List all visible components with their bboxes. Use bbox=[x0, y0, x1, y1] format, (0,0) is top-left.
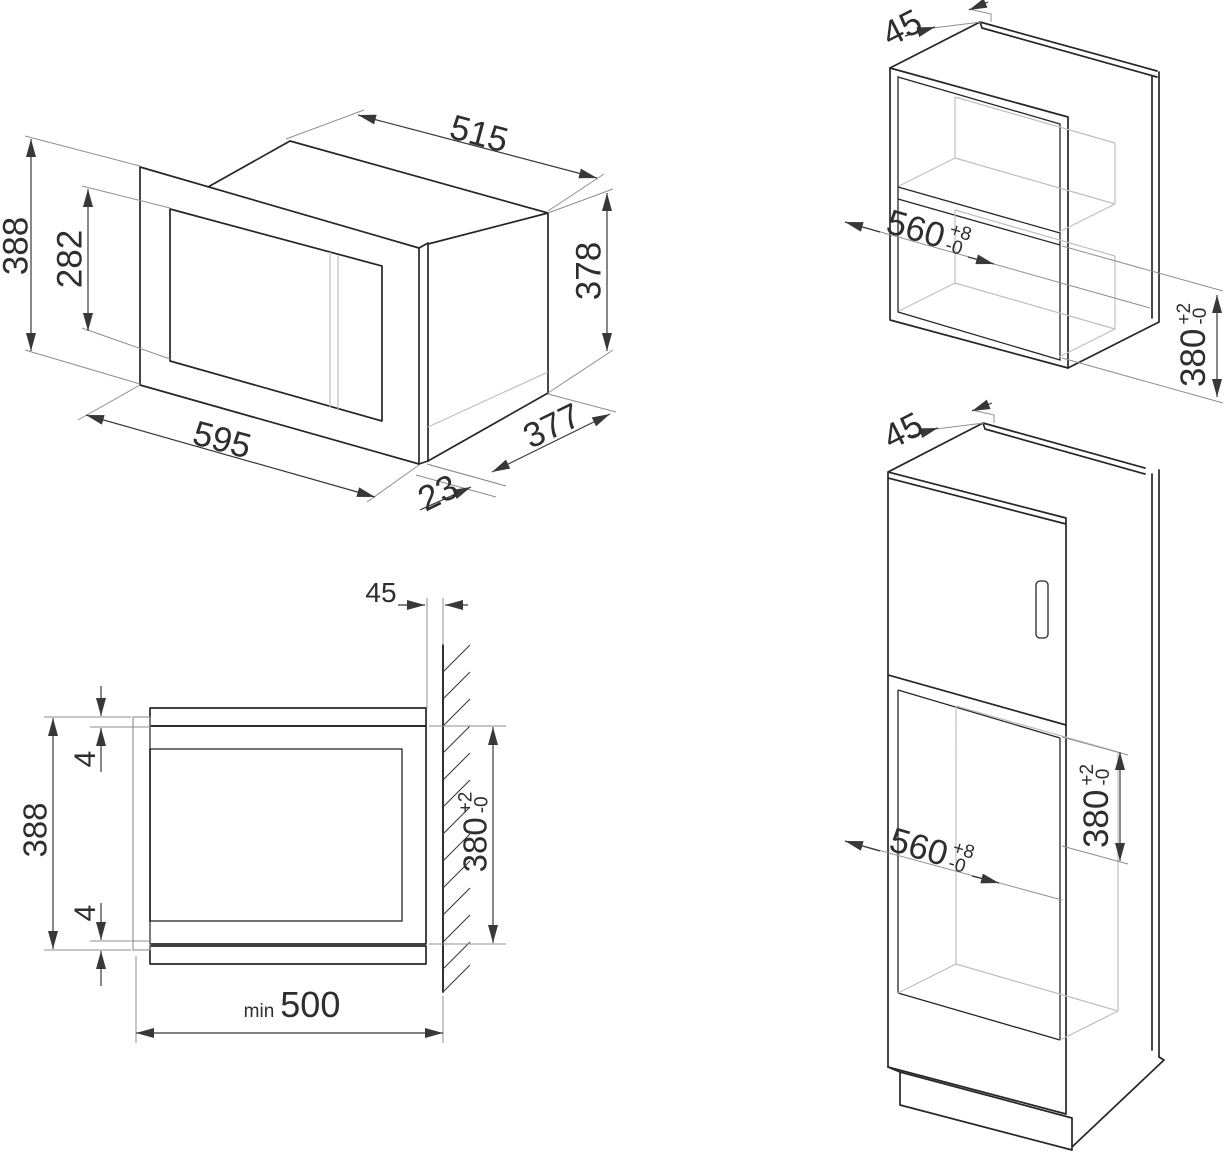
dimension-arrow-560-b bbox=[967, 254, 995, 265]
extension-lines-388 bbox=[24, 135, 141, 385]
dimension-line-560 bbox=[844, 840, 1063, 901]
dimension-arrow-45-b bbox=[968, 0, 989, 11]
min-prefix: min bbox=[243, 1001, 275, 1022]
tolerance: +2-0 bbox=[1174, 303, 1211, 325]
extension-lines-45-top bbox=[935, 409, 995, 430]
dimension-line-377 bbox=[491, 413, 611, 473]
dim-value: 4 bbox=[69, 904, 102, 922]
dim-value: 388 bbox=[16, 802, 54, 858]
wall-hatching bbox=[442, 644, 471, 993]
dim-value: 380 bbox=[1077, 789, 1117, 849]
dim-label-bottom-gap: 4 bbox=[69, 904, 102, 922]
extension-lines-388 bbox=[44, 716, 131, 951]
extension-lines-515 bbox=[285, 109, 605, 212]
oven-body-section bbox=[149, 725, 427, 945]
door-glass-reflection bbox=[329, 252, 339, 409]
microwave-isometric-view bbox=[24, 109, 617, 511]
dim-label-window-height: 282 bbox=[50, 229, 90, 289]
dim-value: 380 bbox=[456, 817, 494, 873]
dimension-leader-23 bbox=[419, 486, 472, 511]
dim-label-overall-height: 388 bbox=[0, 216, 36, 276]
dim-label-front-height: 388 bbox=[16, 802, 54, 858]
dim-value: 500 bbox=[280, 984, 341, 1025]
upper-compartment-interior bbox=[898, 96, 1116, 233]
tall-cabinet-view bbox=[844, 399, 1165, 1151]
dimension-arrow-560-a bbox=[844, 221, 881, 233]
dim-label-niche-height: 380 +2-0 bbox=[456, 792, 494, 873]
oven-body bbox=[207, 140, 549, 462]
dimension-arrow-45-b bbox=[971, 399, 993, 412]
dim-label-niche-height: 380 +2-0 bbox=[1174, 303, 1214, 388]
plinth bbox=[887, 1056, 1165, 1151]
upper-panel bbox=[149, 707, 427, 727]
body-bottom-detail bbox=[427, 371, 549, 428]
tolerance: +2-0 bbox=[1077, 764, 1114, 786]
extension-lines-380 bbox=[1061, 245, 1224, 404]
dim-label-rear-clearance: 45 bbox=[365, 579, 396, 607]
tolerance-minus: -0 bbox=[471, 796, 493, 814]
cabinet-body bbox=[889, 21, 1160, 369]
extension-lines-45 bbox=[426, 598, 444, 709]
dim-value: 388 bbox=[0, 216, 36, 276]
cavity-section bbox=[149, 748, 403, 922]
extension-lines-45-top bbox=[932, 8, 992, 29]
dimension-line-560 bbox=[844, 221, 1151, 309]
dim-label-niche-height: 380 +2-0 bbox=[1077, 764, 1117, 849]
niche-opening bbox=[897, 689, 1061, 1041]
door-handle bbox=[1035, 580, 1049, 639]
lower-panel bbox=[149, 945, 427, 965]
extension-lines-595 bbox=[77, 384, 420, 503]
dimension-line-595 bbox=[85, 414, 376, 498]
wall-cabinet-niche-view bbox=[844, 0, 1224, 404]
dim-value: 282 bbox=[50, 229, 90, 289]
dimension-arrow-560-a bbox=[844, 840, 881, 852]
door-window bbox=[169, 208, 383, 422]
niche-interior bbox=[897, 705, 1119, 1041]
dim-value: 378 bbox=[569, 241, 609, 301]
installation-side-section-view bbox=[44, 598, 506, 1043]
door-frame-side bbox=[418, 242, 429, 465]
dim-value: 45 bbox=[365, 577, 397, 608]
dimension-arrow-45-a bbox=[904, 26, 936, 37]
dimension-arrow-560-b bbox=[971, 873, 1000, 884]
door-section bbox=[132, 716, 151, 951]
door-bottom-edge bbox=[887, 674, 1067, 726]
middle-shelf bbox=[897, 186, 1061, 246]
extension-lines-282 bbox=[81, 185, 171, 360]
tolerance-minus: -0 bbox=[1189, 307, 1211, 325]
dim-label-body-height: 378 bbox=[569, 241, 609, 301]
dimension-arrow-45-a bbox=[907, 427, 939, 438]
dim-value: 4 bbox=[69, 750, 102, 768]
dimension-line-515 bbox=[357, 114, 598, 179]
extension-lines-23 bbox=[415, 463, 507, 498]
tolerance: +2-0 bbox=[456, 792, 493, 814]
extension-lines-380 bbox=[429, 725, 506, 945]
dim-label-top-gap: 4 bbox=[69, 750, 102, 768]
cabinet-opening bbox=[897, 76, 1061, 361]
tolerance-minus: -0 bbox=[1092, 768, 1114, 786]
lower-compartment-interior bbox=[898, 209, 1116, 358]
dim-value: 380 bbox=[1174, 328, 1214, 388]
